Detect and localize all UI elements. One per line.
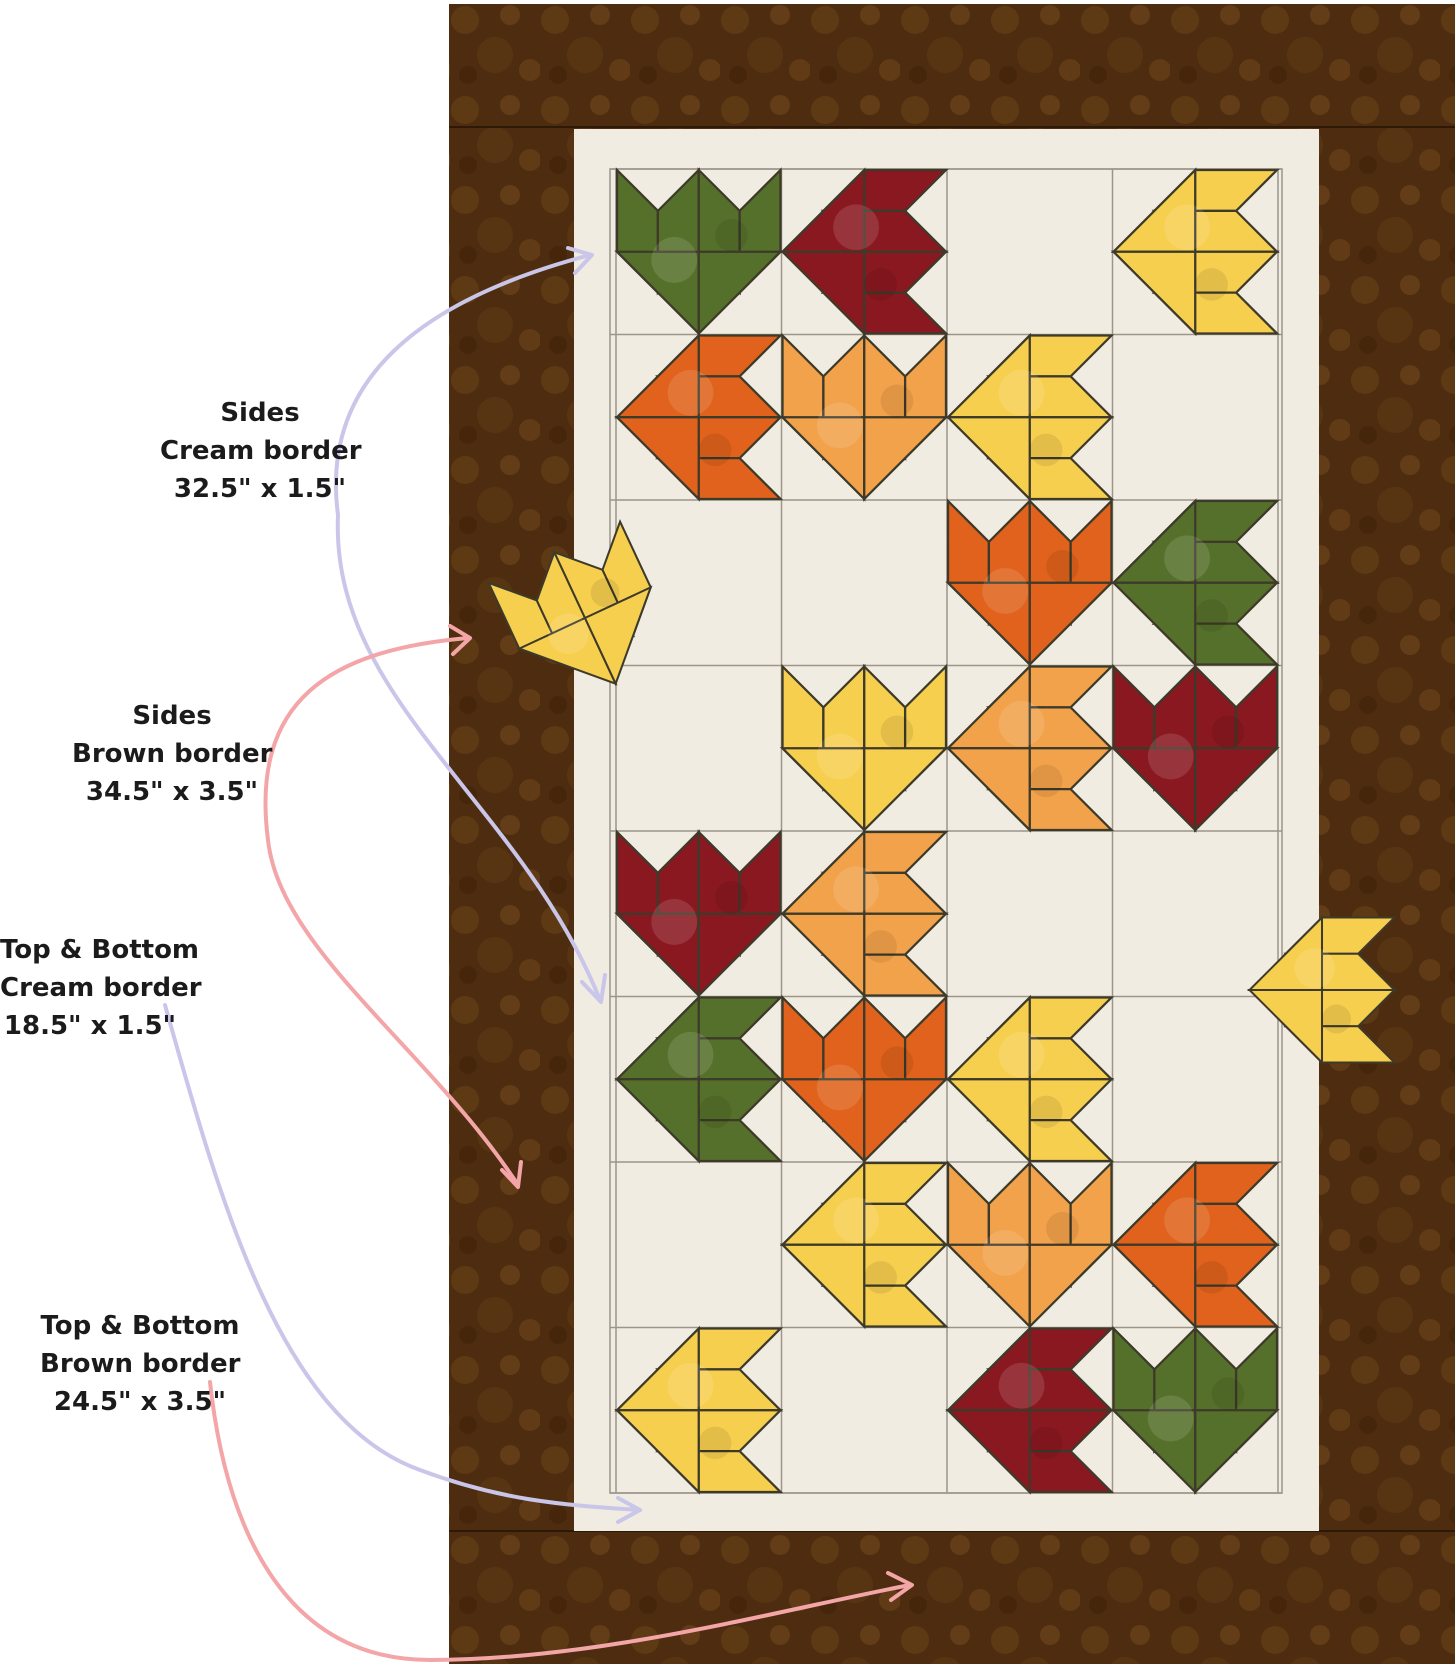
leaf-mottle <box>1030 434 1063 467</box>
leaf-mottle <box>864 268 897 301</box>
leaf-mottle <box>864 1261 897 1294</box>
leaf-mottle <box>1046 1212 1079 1245</box>
leaf-mottle <box>1294 948 1335 989</box>
label-line: 34.5" x 3.5" <box>72 773 272 811</box>
leaf-mottle <box>1046 550 1079 583</box>
leaf-mottle <box>715 219 748 252</box>
leaf-mottle <box>817 403 863 449</box>
leaf-mottle <box>999 1363 1045 1409</box>
label-line: Brown border <box>72 735 272 773</box>
leaf-mottle <box>982 1230 1028 1276</box>
leaf-mottle <box>881 385 914 418</box>
leaf-mottle <box>999 1032 1045 1078</box>
leaf-mottle <box>982 568 1028 614</box>
leaf-mottle <box>833 204 879 250</box>
leaf-mottle <box>699 1427 732 1460</box>
label-tb-brown: Top & Bottom Brown border 24.5" x 3.5" <box>40 1307 240 1421</box>
leaf-mottle <box>881 716 914 749</box>
label-line: Sides <box>72 697 272 735</box>
leaf-mottle <box>668 370 714 416</box>
leaf-mottle <box>833 1197 879 1243</box>
leaf-mottle <box>1030 1427 1063 1460</box>
leaf-mottle <box>817 734 863 780</box>
label-line: 32.5" x 1.5" <box>160 470 360 508</box>
label-sides-cream: Sides Cream border 32.5" x 1.5" <box>160 394 360 508</box>
leaf-mottle <box>999 370 1045 416</box>
leaf-mottle <box>1195 268 1228 301</box>
leaf-mottle <box>881 1047 914 1080</box>
leaf-mottle <box>864 930 897 963</box>
leaf-mottle <box>1212 1378 1245 1411</box>
leaf-mottle <box>1164 535 1210 581</box>
arrow-sides-brown-top <box>265 626 470 840</box>
label-line: Brown border <box>40 1345 240 1383</box>
leaf-mottle <box>817 1065 863 1111</box>
leaf-mottle <box>668 1032 714 1078</box>
leaf-mottle <box>1195 599 1228 632</box>
leaf-mottle <box>651 237 697 283</box>
leaf-mottle <box>715 881 748 914</box>
leaf-mottle <box>1148 1396 1194 1442</box>
leaf-mottle <box>1030 765 1063 798</box>
label-line: Cream border <box>0 969 180 1007</box>
leaf-mottle <box>1212 716 1245 749</box>
label-sides-brown: Sides Brown border 34.5" x 3.5" <box>72 697 272 811</box>
label-line: Top & Bottom <box>40 1307 240 1345</box>
label-line: Top & Bottom <box>0 931 180 969</box>
label-line: Sides <box>160 394 360 432</box>
leaf-mottle <box>699 434 732 467</box>
leaf-mottle <box>651 899 697 945</box>
leaf-mottle <box>1148 734 1194 780</box>
leaf-mottle <box>699 1096 732 1129</box>
leaf-mottle <box>1164 1197 1210 1243</box>
label-line: 24.5" x 3.5" <box>40 1383 240 1421</box>
label-line: Cream border <box>160 432 360 470</box>
leaf-mottle <box>668 1363 714 1409</box>
leaf-mottle <box>1322 1005 1351 1034</box>
leaf-mottle <box>1164 204 1210 250</box>
label-line: 18.5" x 1.5" <box>0 1007 180 1045</box>
leaf-mottle <box>833 866 879 912</box>
label-tb-cream: Top & Bottom Cream border 18.5" x 1.5" <box>0 931 180 1045</box>
leaf-mottle <box>1030 1096 1063 1129</box>
leaf-mottle <box>1195 1261 1228 1294</box>
leaf-mottle <box>999 701 1045 747</box>
